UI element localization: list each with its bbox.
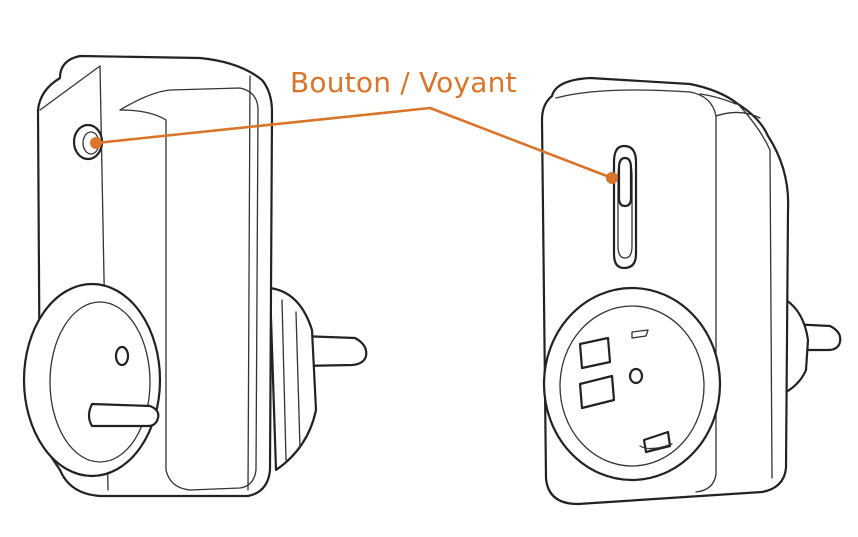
callout-line-left <box>94 106 432 145</box>
left-plug-prongs <box>268 286 368 472</box>
left-plug-socket <box>22 282 162 478</box>
right-plug-socket <box>542 286 722 482</box>
callout-dot-right <box>606 172 618 184</box>
right-plug-led-slot <box>612 144 638 270</box>
plug-right <box>540 76 842 506</box>
callout-line-right <box>428 106 614 180</box>
right-plug-prongs <box>784 298 842 394</box>
callout-label: Bouton / Voyant <box>290 66 517 99</box>
left-plug-button <box>72 123 104 161</box>
plug-left <box>22 54 368 498</box>
callout-dot-left <box>90 137 102 149</box>
callout-leaders <box>90 106 618 184</box>
